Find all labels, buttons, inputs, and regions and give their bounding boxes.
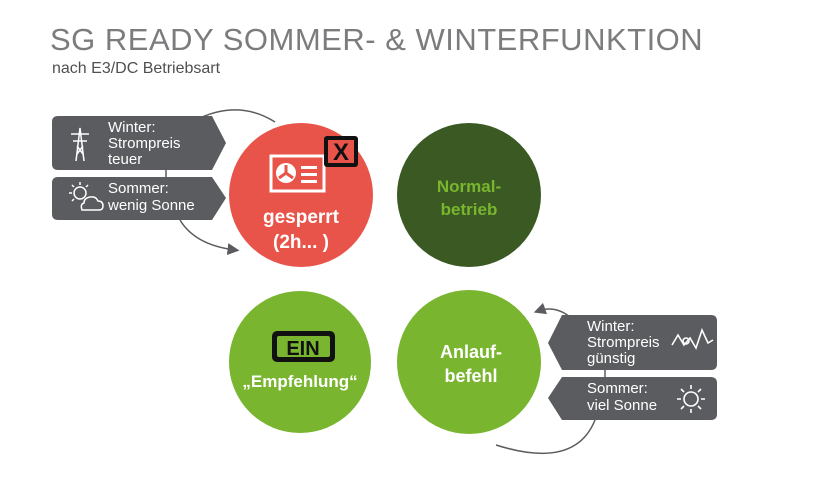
svg-text:befehl: befehl — [444, 366, 497, 386]
price-chart-icon — [671, 327, 714, 350]
ein-badge: EIN — [286, 338, 319, 360]
blocked-badge: X — [324, 136, 358, 167]
tag-start-summer: Sommer: viel Sonne — [548, 377, 717, 420]
power-pylon-icon — [71, 127, 89, 162]
svg-text:betrieb: betrieb — [441, 200, 498, 219]
svg-text:teuer: teuer — [108, 151, 142, 168]
state-normal: Normal- betrieb — [397, 123, 541, 267]
svg-text:günstig: günstig — [587, 350, 635, 367]
svg-text:wenig Sonne: wenig Sonne — [107, 197, 195, 214]
sun-cloud-icon — [69, 182, 104, 211]
heat-pump-icon — [269, 154, 326, 193]
arrow-to-blocked — [179, 219, 240, 256]
svg-text:Winter:: Winter: — [587, 318, 635, 335]
state-start: Anlauf- befehl — [397, 290, 541, 434]
tag-block-summer: Sommer: wenig Sonne — [52, 177, 226, 220]
svg-text:Normal-: Normal- — [437, 177, 501, 196]
svg-text:Anlauf-: Anlauf- — [440, 342, 502, 362]
blocked-duration: (2h... ) — [273, 232, 329, 253]
svg-text:Winter:: Winter: — [108, 119, 156, 136]
arrow-bottom-connector — [495, 419, 596, 455]
state-recommend: EIN „Empfehlung“ — [229, 291, 371, 433]
recommend-label: „Empfehlung“ — [242, 372, 357, 391]
tag-start-winter: Winter: Strompreis günstig — [548, 315, 717, 370]
tag-block-winter: Winter: Strompreis teuer — [52, 116, 226, 170]
svg-text:Sommer:: Sommer: — [108, 180, 169, 197]
state-blocked: X gesperrt (2h... ) — [229, 123, 373, 267]
page-title: SG READY SOMMER- & WINTERFUNKTION — [50, 22, 704, 57]
svg-text:Strompreis: Strompreis — [108, 135, 181, 152]
svg-text:viel Sonne: viel Sonne — [587, 397, 657, 414]
arrow-top-connector — [199, 109, 276, 123]
svg-text:Strompreis: Strompreis — [587, 334, 660, 351]
sun-icon — [677, 385, 705, 413]
blocked-label: gesperrt — [263, 207, 340, 228]
page-subtitle: nach E3/DC Betriebsart — [52, 60, 221, 77]
svg-text:X: X — [333, 139, 349, 166]
svg-text:Sommer:: Sommer: — [587, 380, 648, 397]
